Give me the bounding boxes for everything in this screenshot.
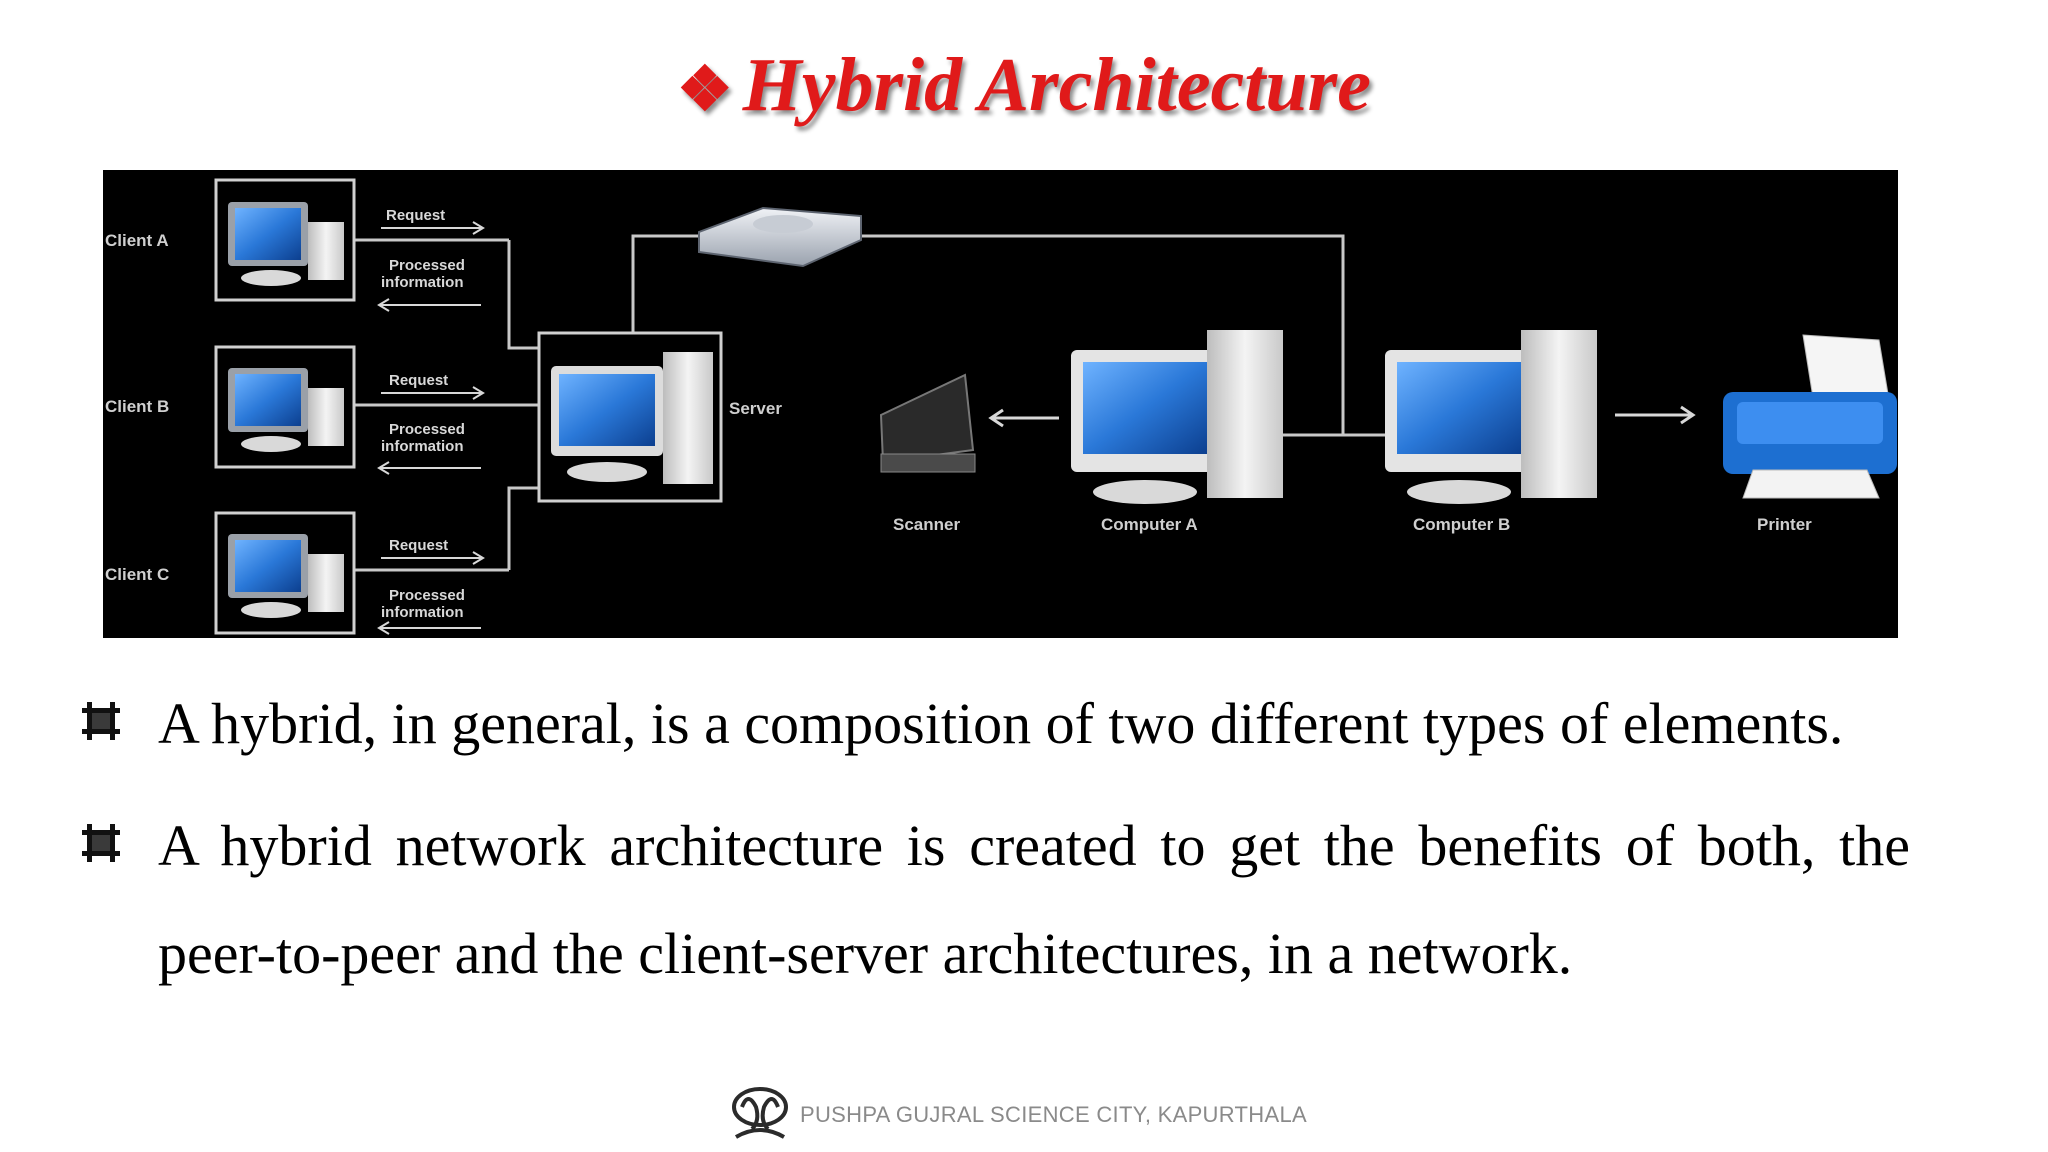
printer-icon bbox=[1723, 334, 1897, 499]
client-a-processed-label-2: information bbox=[381, 274, 464, 291]
computer-b-icon bbox=[1385, 330, 1597, 504]
client-a-computer-icon bbox=[228, 202, 344, 286]
network-links bbox=[355, 234, 1393, 572]
client-c-label: Client C bbox=[105, 565, 169, 584]
computer-b-to-printer-arrow bbox=[1615, 405, 1696, 425]
scanner: Scanner bbox=[879, 373, 976, 534]
client-b-request-label: Request bbox=[389, 372, 448, 389]
computer-a: Computer A bbox=[1071, 330, 1283, 534]
printer-label: Printer bbox=[1757, 515, 1812, 534]
scanner-icon bbox=[879, 373, 976, 473]
hybrid-architecture-diagram: Client A Request Processed information C… bbox=[103, 170, 1898, 638]
bullet-text: A hybrid network architecture is created… bbox=[158, 813, 1910, 986]
client-b-processed-label-1: Processed bbox=[389, 421, 465, 438]
bullet-item-hybrid-network-purpose: A hybrid network architecture is created… bbox=[80, 792, 1910, 1008]
bullet-item-hybrid-definition: A hybrid, in general, is a composition o… bbox=[80, 670, 1910, 778]
grid-bullet-icon bbox=[82, 824, 120, 862]
server-label: Server bbox=[729, 399, 782, 418]
grid-bullet-icon bbox=[82, 702, 120, 740]
client-a: Client A Request Processed information bbox=[105, 178, 465, 302]
client-b: Client B Request Processed information bbox=[105, 345, 465, 469]
slide-title-text: Hybrid Architecture bbox=[742, 43, 1371, 127]
client-b-processed-label-2: information bbox=[381, 438, 464, 455]
scanner-label: Scanner bbox=[893, 515, 960, 534]
server-computer-icon bbox=[551, 352, 713, 484]
client-a-label: Client A bbox=[105, 231, 169, 250]
computer-b: Computer B bbox=[1385, 330, 1597, 534]
client-c: Client C Request Processed information bbox=[105, 511, 465, 635]
footer-text: PUSHPA GUJRAL SCIENCE CITY, KAPURTHALA bbox=[800, 1102, 1307, 1127]
footer: PUSHPA GUJRAL SCIENCE CITY, KAPURTHALA bbox=[728, 1085, 1307, 1145]
bullet-list: A hybrid, in general, is a composition o… bbox=[80, 670, 1910, 1008]
slide-title: ❖Hybrid Architecture bbox=[0, 42, 2048, 129]
computer-a-icon bbox=[1071, 330, 1283, 504]
client-c-request-label: Request bbox=[389, 537, 448, 554]
client-a-request-label: Request bbox=[386, 207, 445, 224]
diamond-bullet-icon: ❖ bbox=[677, 56, 733, 124]
bullet-text: A hybrid, in general, is a composition o… bbox=[158, 691, 1844, 756]
computer-a-label: Computer A bbox=[1101, 515, 1198, 534]
printer: Printer bbox=[1723, 334, 1897, 534]
computer-b-label: Computer B bbox=[1413, 515, 1510, 534]
client-arrows bbox=[377, 221, 485, 635]
client-a-processed-label-1: Processed bbox=[389, 257, 465, 274]
client-b-computer-icon bbox=[228, 368, 344, 452]
network-hub-icon bbox=[698, 206, 862, 268]
client-c-processed-label-1: Processed bbox=[389, 587, 465, 604]
client-c-computer-icon bbox=[228, 534, 344, 618]
computer-a-to-scanner-arrow bbox=[988, 408, 1059, 428]
client-b-label: Client B bbox=[105, 397, 169, 416]
server: Server bbox=[537, 331, 782, 503]
client-c-processed-label-2: information bbox=[381, 604, 464, 621]
science-city-logo-icon bbox=[732, 1087, 788, 1139]
